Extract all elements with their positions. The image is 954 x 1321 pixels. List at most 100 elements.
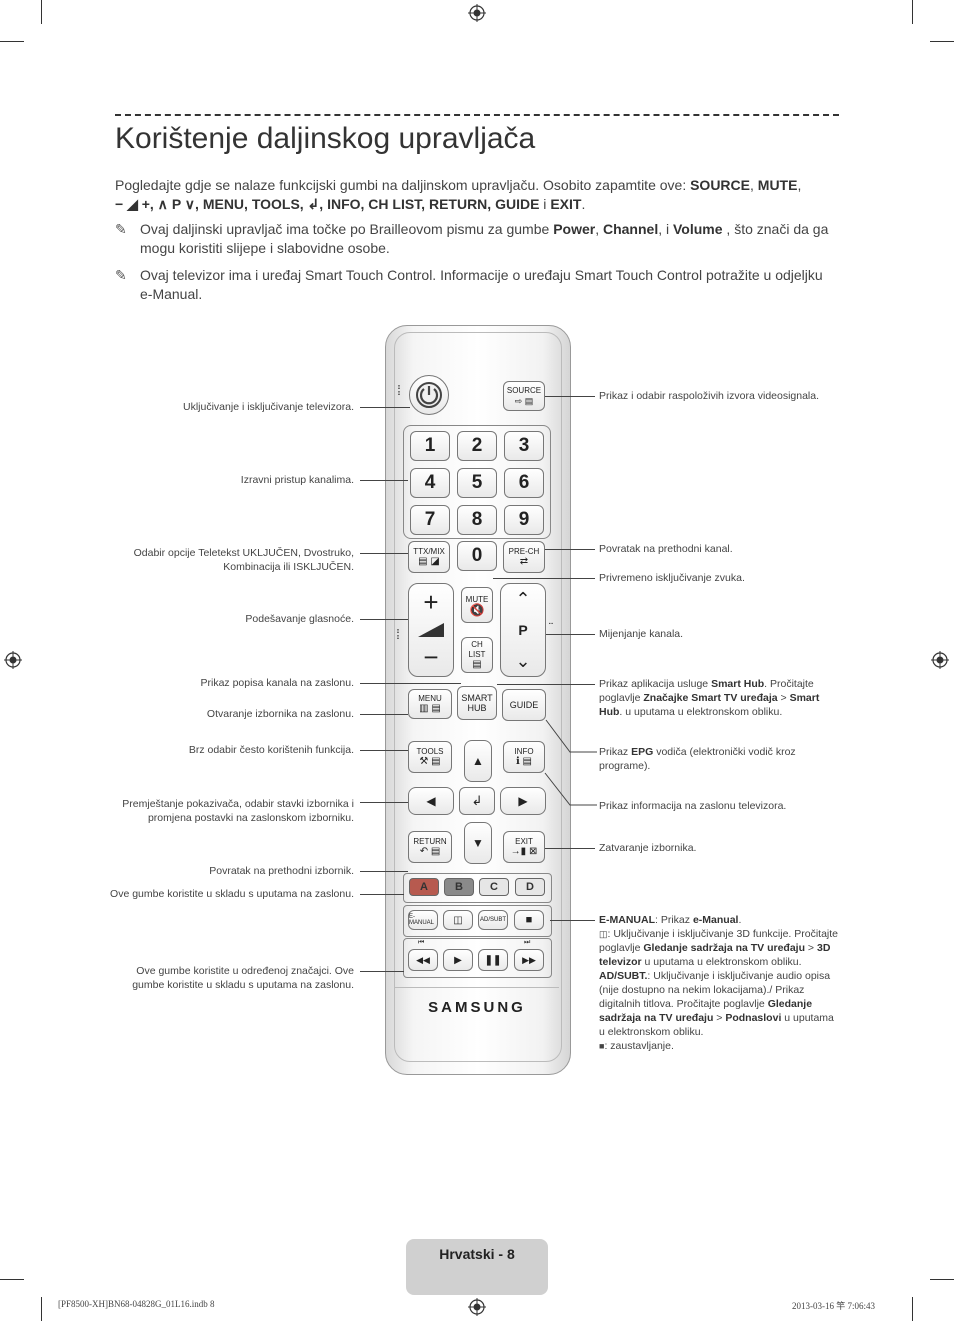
crop-mark — [0, 41, 24, 42]
leader-line — [497, 684, 595, 685]
number-pad-frame — [403, 425, 551, 539]
label-guide: Prikaz EPG vodiča (elektronički vodič kr… — [599, 746, 796, 772]
number-button-2[interactable]: 2 — [457, 431, 497, 461]
mute-icon: 🔇 — [469, 603, 485, 617]
stop-button[interactable]: ■ — [514, 910, 544, 930]
number-button-0[interactable]: 0 — [457, 541, 497, 571]
number-button-7[interactable]: 7 — [410, 505, 450, 535]
right-arrow-button[interactable]: ▶ — [500, 787, 546, 815]
label-ttx: Odabir opcije Teletekst UKLJUČEN, Dvostr… — [133, 547, 354, 573]
title-divider — [115, 114, 839, 116]
menu-button[interactable]: MENU ▥ ▤ — [408, 689, 452, 719]
fast-forward-button[interactable]: ▶▶ — [514, 949, 544, 971]
label-function-buttons: E-MANUAL: Prikaz e-Manual. ◫: Uključivan… — [599, 914, 839, 1052]
color-button-d[interactable]: D — [515, 878, 545, 896]
label-ch-list: Prikaz popisa kanala na zaslonu. — [200, 677, 354, 689]
crop-mark — [41, 1297, 42, 1321]
3d-glasses-icon: ◫ — [453, 914, 463, 926]
color-button-c[interactable]: C — [479, 878, 509, 896]
leader-line — [545, 549, 595, 550]
number-button-3[interactable]: 3 — [504, 431, 544, 461]
color-button-b[interactable]: B — [444, 878, 474, 896]
crop-mark — [912, 0, 913, 24]
leader-line-diagonal — [544, 719, 597, 806]
ad-subt-button[interactable]: AD/SUBT — [478, 910, 508, 930]
pre-ch-button[interactable]: PRE-CH ⇄ — [503, 541, 545, 573]
print-file-info: [PF8500-XH]BN68-04828G_01L16.indb 8 — [58, 1299, 215, 1309]
label-source: Prikaz i odabir raspoloživih izvora vide… — [599, 390, 820, 402]
channel-rocker[interactable]: ⌃ P ⌄ — [500, 583, 546, 677]
left-arrow-button[interactable]: ◀ — [408, 787, 454, 815]
play-icon: ▶ — [454, 954, 462, 966]
number-button-5[interactable]: 5 — [457, 468, 497, 498]
leader-line — [493, 578, 595, 579]
volume-rocker[interactable]: + − — [408, 583, 454, 677]
leader-line — [360, 750, 408, 751]
triangle-left-icon: ◀ — [426, 794, 436, 808]
stop-icon: ■ — [599, 1041, 605, 1051]
e-manual-button[interactable]: E-MANUAL — [408, 910, 438, 930]
remote-divider — [395, 987, 559, 988]
exit-button[interactable]: EXIT →▮ ⊠ — [503, 831, 545, 863]
label-tools: Brz odabir često korištenih funkcija. — [188, 744, 354, 756]
leader-line — [360, 802, 408, 803]
enter-button[interactable]: ↲ — [459, 787, 495, 815]
label-navigation: Premještanje pokazivača, odabir stavki i… — [122, 798, 354, 824]
crop-mark — [0, 1279, 24, 1280]
skip-back-icon: ⏮ — [418, 939, 425, 946]
mute-button[interactable]: MUTE 🔇 — [461, 587, 493, 623]
color-button-a[interactable]: A — [409, 878, 439, 896]
page-title: Korištenje daljinskog upravljača — [115, 122, 536, 155]
color-buttons-frame — [403, 873, 552, 903]
registration-mark-icon — [931, 651, 949, 669]
power-icon — [416, 382, 442, 408]
guide-button[interactable]: GUIDE — [502, 689, 546, 721]
return-icon: ↶ ▤ — [419, 846, 441, 857]
chevron-down-icon: ⌄ — [515, 651, 531, 672]
note-braille: ✎ Ovaj daljinski upravljač ima točke po … — [115, 221, 829, 256]
crop-mark — [912, 1297, 913, 1321]
pause-button[interactable]: ❚❚ — [478, 949, 508, 971]
chevron-up-icon: ⌃ — [515, 588, 531, 609]
print-date-info: 2013-03-16 竿 7:06:43 — [792, 1301, 875, 1311]
label-mute: Privremeno isključivanje zvuka. — [599, 572, 745, 584]
intro-paragraph: Pogledajte gdje se nalaze funkcijski gum… — [115, 177, 802, 212]
rewind-button[interactable]: ◀◀ — [408, 949, 438, 971]
label-menu: Otvaranje izbornika na zaslonu. — [206, 708, 354, 720]
return-button[interactable]: RETURN ↶ ▤ — [408, 831, 452, 863]
down-arrow-button[interactable]: ▼ — [464, 822, 492, 864]
ttx-mix-button[interactable]: TTX/MIX ▤ ◪ — [408, 541, 450, 573]
source-button[interactable]: SOURCE ⇨ ▤ — [503, 381, 545, 411]
stop-icon: ■ — [525, 914, 533, 926]
leader-line — [550, 920, 595, 921]
smart-hub-button[interactable]: SMART HUB — [457, 686, 497, 720]
list-icon: ▤ — [472, 659, 482, 670]
tools-button[interactable]: TOOLS ⚒ ▤ — [408, 741, 452, 773]
number-button-4[interactable]: 4 — [410, 468, 450, 498]
leader-line — [360, 971, 404, 972]
up-arrow-button[interactable]: ▲ — [464, 740, 492, 782]
label-smart-hub: Prikaz aplikacija usluge Smart Hub. Proč… — [599, 678, 820, 718]
play-button[interactable]: ▶ — [443, 949, 473, 971]
ch-list-button[interactable]: CH LIST ▤ — [461, 637, 493, 673]
triangle-up-icon: ▲ — [472, 754, 484, 768]
language-page-tab: Hrvatski - 8 — [406, 1239, 548, 1295]
number-button-1[interactable]: 1 — [410, 431, 450, 461]
leader-line — [360, 894, 404, 895]
info-button[interactable]: INFO ℹ ▤ — [503, 741, 545, 773]
number-button-6[interactable]: 6 — [504, 468, 544, 498]
brand-logo: SAMSUNG — [428, 999, 526, 1016]
power-button[interactable] — [409, 375, 449, 415]
skip-forward-icon: ⏭ — [524, 939, 531, 946]
playback-buttons-frame — [403, 938, 552, 978]
function-buttons-frame — [403, 905, 552, 937]
registration-mark-icon — [468, 1298, 486, 1316]
triangle-down-icon: ▼ — [472, 836, 484, 850]
number-button-9[interactable]: 9 — [504, 505, 544, 535]
triangle-right-icon: ▶ — [518, 794, 528, 808]
braille-dots-icon: ⠒ — [548, 620, 554, 629]
3d-button[interactable]: ◫ — [443, 910, 473, 930]
number-button-8[interactable]: 8 — [457, 505, 497, 535]
crop-mark — [930, 1279, 954, 1280]
label-channel: Mijenjanje kanala. — [599, 628, 684, 640]
